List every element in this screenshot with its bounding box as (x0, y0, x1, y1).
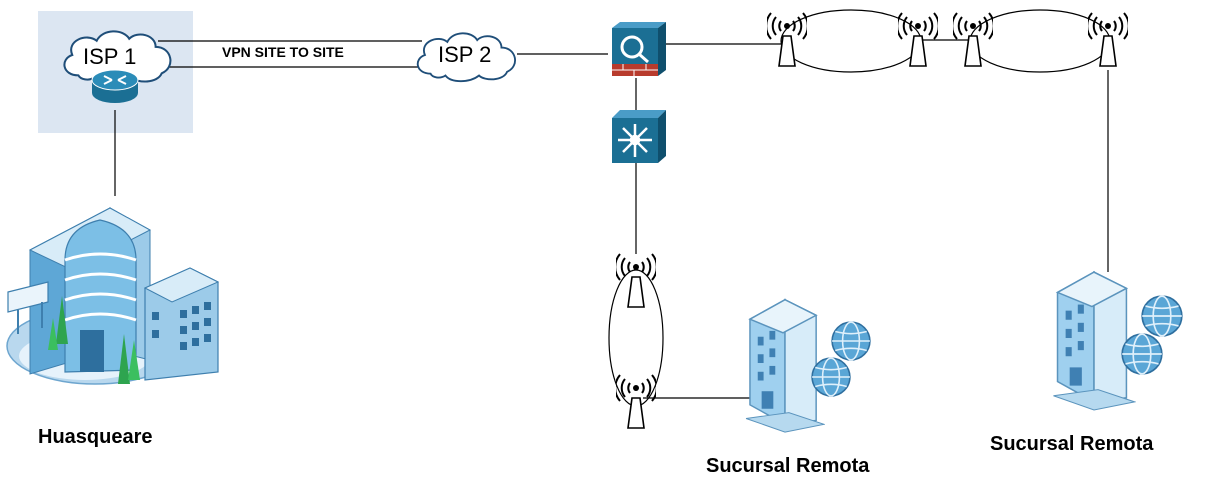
branch-building-icon-2 (1052, 271, 1136, 411)
wireless-antenna-icon-6 (616, 374, 656, 429)
globe-icon-2 (811, 357, 851, 397)
office-building-icon (6, 207, 220, 385)
isp2-label: ISP 2 (438, 42, 492, 67)
wireless-link-1 (780, 9, 922, 73)
wireless-antenna-icon-1 (767, 12, 807, 67)
firewall-icon (612, 22, 666, 76)
vpn-link-label: VPN SITE TO SITE (222, 44, 344, 60)
isp1-label: ISP 1 (83, 44, 137, 69)
branch-building-icon-1 (745, 298, 825, 433)
layer3-switch-icon (612, 110, 666, 163)
branch2-site-label: Sucursal Remota (990, 433, 1154, 455)
globe-icon-4 (1121, 333, 1163, 375)
globe-icon-3 (1141, 295, 1183, 337)
hq-site-label: Huasqueare (38, 426, 153, 448)
branch1-site-label: Sucursal Remota (706, 455, 870, 477)
globe-icon-1 (831, 321, 871, 361)
router-icon (91, 69, 139, 103)
